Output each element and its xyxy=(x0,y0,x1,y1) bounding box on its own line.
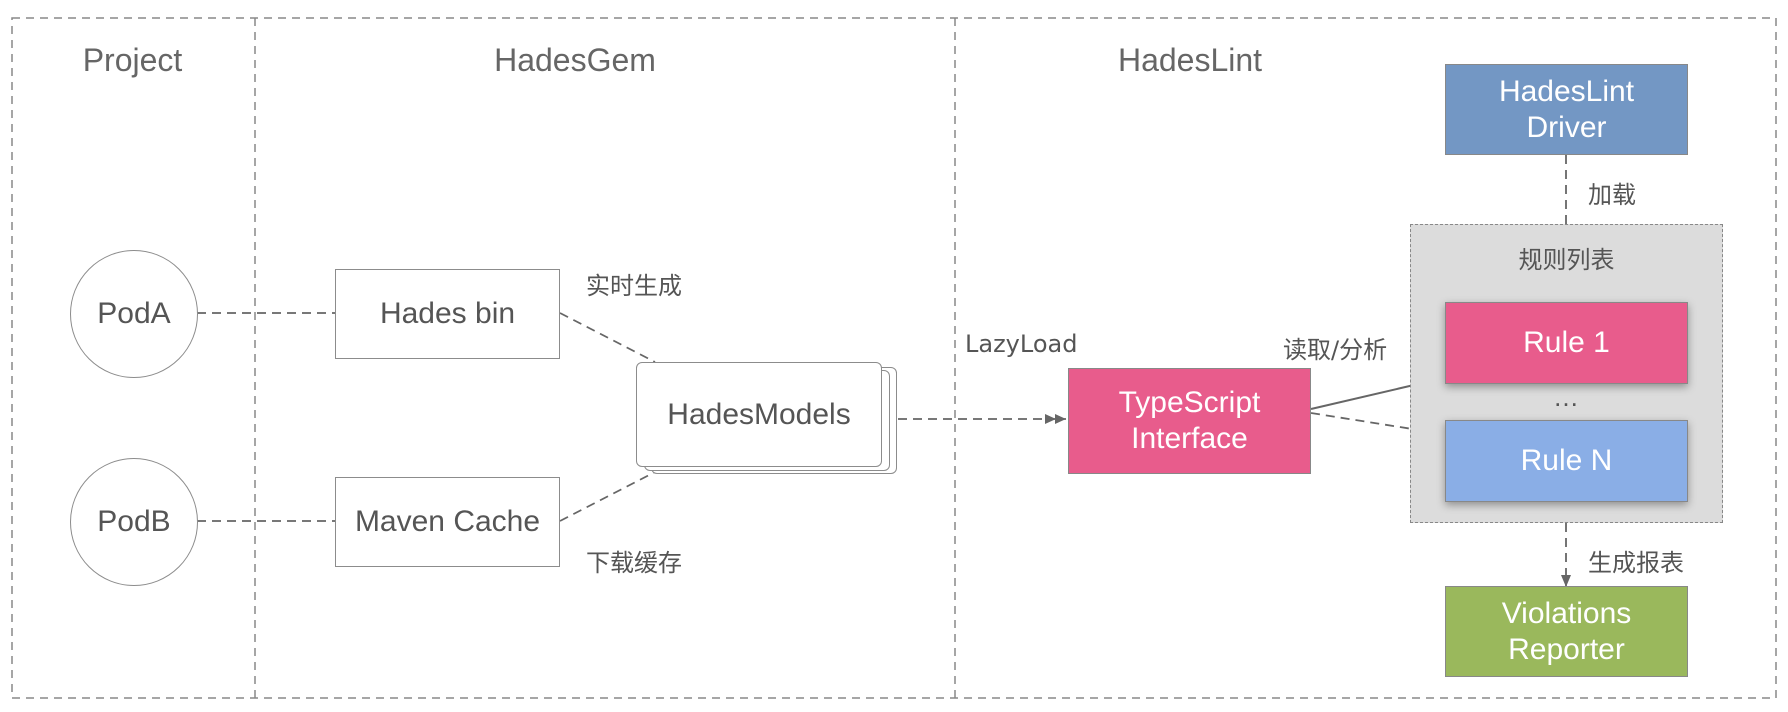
hades-bin-label: Hades bin xyxy=(379,297,516,330)
ts-interface-label-line1: TypeScript xyxy=(1118,386,1261,419)
pod-b-node[interactable]: PodB xyxy=(70,458,198,586)
rule-1-label: Rule 1 xyxy=(1523,326,1610,359)
maven-cache-label: Maven Cache xyxy=(354,505,541,538)
rule-n-label: Rule N xyxy=(1520,444,1613,477)
rule-1-node[interactable]: Rule 1 xyxy=(1445,302,1688,384)
maven-cache-node[interactable]: Maven Cache xyxy=(335,477,560,567)
rule-ellipsis: ... xyxy=(1554,382,1579,412)
edge-label-lazyload: LazyLoad xyxy=(965,330,1078,358)
rule-n-node[interactable]: Rule N xyxy=(1445,420,1688,502)
edge-label-download-cache: 下载缓存 xyxy=(586,549,682,577)
edge-hadesbin-models xyxy=(559,312,656,363)
ts-interface-label-line2: Interface xyxy=(1131,422,1248,455)
edge-label-realtime-generate: 实时生成 xyxy=(586,272,682,300)
pod-a-node[interactable]: PodA xyxy=(70,250,198,378)
diagram-frame xyxy=(11,17,1777,699)
hades-models-node[interactable]: HadesModels xyxy=(636,362,882,467)
rule-list-title: 规则列表 xyxy=(1518,246,1615,274)
reporter-label-line2: Reporter xyxy=(1508,632,1625,666)
driver-label-line1: HadesLint xyxy=(1498,74,1635,108)
pod-b-label: PodB xyxy=(97,505,171,538)
zone-title-hadeslint: HadesLint xyxy=(1117,42,1263,78)
hadeslint-driver-node[interactable]: HadesLint Driver xyxy=(1445,64,1688,155)
edge-label-generate-report: 生成报表 xyxy=(1588,549,1684,577)
violations-reporter-node[interactable]: Violations Reporter xyxy=(1445,586,1688,677)
driver-label-line2: Driver xyxy=(1526,110,1607,144)
typescript-interface-node[interactable]: TypeScript Interface xyxy=(1068,368,1311,474)
pod-a-label: PodA xyxy=(97,297,171,330)
zone-title-project: Project xyxy=(82,42,183,78)
hades-bin-node[interactable]: Hades bin xyxy=(335,269,560,359)
zone-title-hadesgem: HadesGem xyxy=(494,42,656,78)
edge-label-load: 加载 xyxy=(1588,181,1636,209)
reporter-label-line1: Violations xyxy=(1501,596,1632,630)
edge-maven-models xyxy=(559,471,656,522)
hades-models-label: HadesModels xyxy=(667,397,851,431)
edge-label-read-analyze: 读取/分析 xyxy=(1283,336,1388,364)
